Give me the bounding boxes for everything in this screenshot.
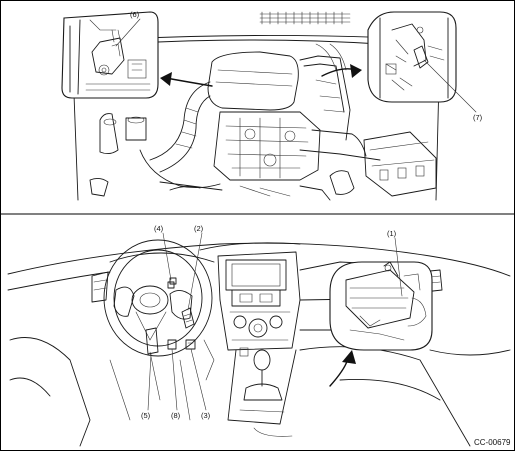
module-5: [145, 327, 159, 355]
switch-2: [181, 307, 195, 329]
curved-arrow-head: [350, 64, 362, 78]
dashboard-illustration: (4) (2) (1) (5) (8) (3): [7, 224, 511, 447]
callout-3: (3): [201, 411, 211, 420]
engine-block: [213, 111, 321, 181]
relay-inset-right: [367, 11, 457, 103]
curved-arrow-head: [160, 72, 172, 86]
battery: [363, 131, 437, 197]
center-console: [227, 347, 297, 437]
engine-compartment-illustration: (6) (7): [61, 10, 483, 201]
callout-6: (6): [130, 10, 140, 19]
relay-4-marker: [167, 281, 175, 289]
washer-tank: [99, 113, 119, 155]
callout-5: (5): [141, 411, 151, 420]
callout-4: (4): [154, 224, 164, 233]
curved-arrow-icon: [165, 77, 213, 87]
relay-inset-left: [61, 11, 159, 99]
callout-8: (8): [171, 411, 181, 420]
steering-wheel: [103, 239, 213, 357]
air-cleaner-box: [207, 51, 299, 111]
control-module-inset: [329, 261, 433, 351]
curved-arrow-head: [342, 350, 356, 364]
callout-2: (2): [194, 224, 204, 233]
center-stack: [217, 251, 301, 351]
radiator-grille: [259, 11, 351, 25]
callout-7: (7): [473, 113, 483, 122]
callout-1: (1): [387, 229, 397, 238]
module-3: [185, 339, 196, 350]
figure-code: CC-00679: [474, 438, 511, 447]
